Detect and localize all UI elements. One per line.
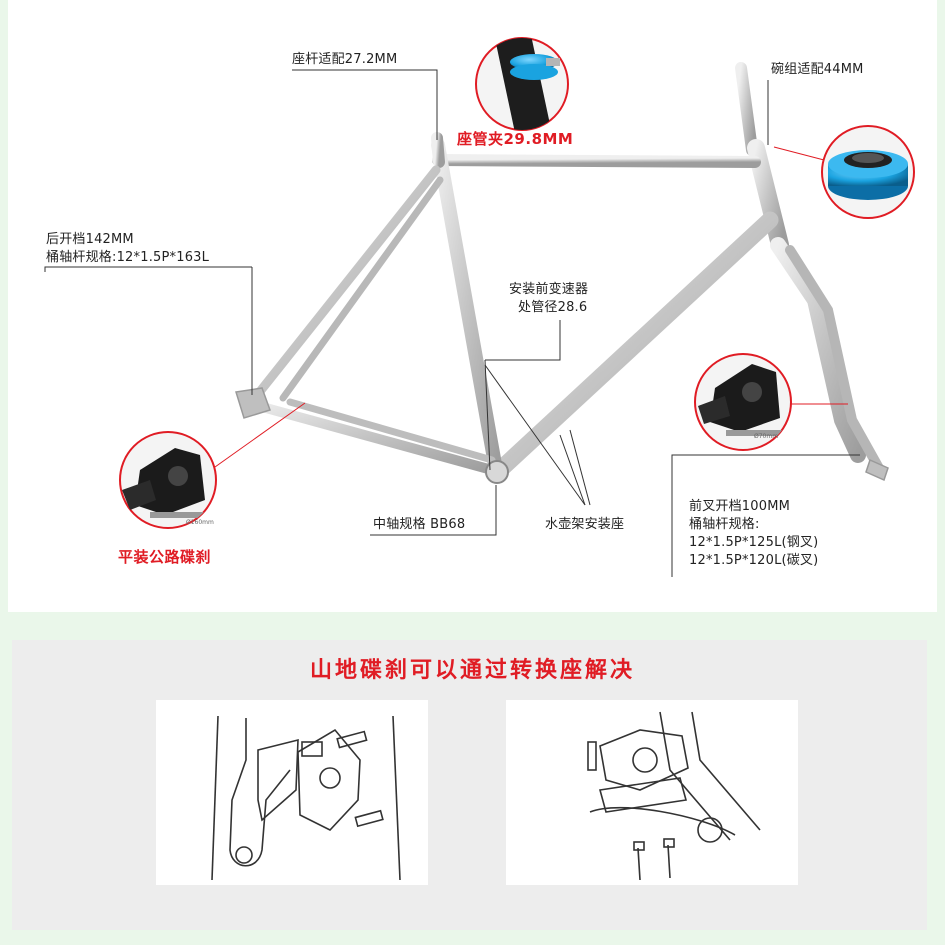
fork-axle-steel-label: 12*1.5P*125L(钢叉) — [689, 535, 819, 550]
rear-rotor-mark: Ø160mm — [186, 519, 214, 526]
bottle-cage-label: 水壶架安装座 — [545, 517, 625, 532]
front-derailleur-diameter-label: 处管径28.6 — [518, 300, 588, 315]
seatpost-label: 座杆适配27.2MM — [292, 52, 398, 67]
seat-stay — [253, 165, 441, 399]
fork-leg-rear — [785, 245, 885, 475]
red-leader-lines — [214, 146, 848, 468]
rear-axle-spec-label: 桶轴杆规格:12*1.5P*163L — [46, 250, 210, 265]
seat-clamp-callout — [475, 37, 569, 131]
chain-stay — [239, 397, 497, 475]
rear-dropout — [235, 387, 271, 419]
adapter-inset-right — [506, 700, 798, 885]
leader-lines — [44, 69, 860, 577]
down-tube — [493, 211, 779, 477]
bottom-bracket-shell — [485, 460, 509, 484]
bottom-bracket-label: 中轴规格 BB68 — [373, 517, 466, 532]
front-rotor-mark: Ø70mm — [754, 433, 778, 440]
bike-frame — [235, 62, 889, 484]
steerer-tube — [735, 62, 758, 156]
fork-spacing-label: 前叉开档100MM — [689, 499, 791, 514]
rear-caliper-callout — [119, 431, 217, 529]
front-derailleur-label: 安装前变速器 — [509, 282, 589, 297]
seat-tube — [431, 138, 503, 477]
seat-clamp-label: 座管夹29.8MM — [457, 130, 574, 148]
flat-mount-brake-label: 平装公路碟刹 — [118, 548, 212, 566]
fork-axle-carbon-label: 12*1.5P*120L(碳叉) — [689, 553, 819, 568]
rear-spacing-label: 后开档142MM — [46, 232, 134, 247]
adapter-drawing-right — [587, 711, 761, 881]
fork-axle-spec-label: 桶轴杆规格: — [689, 517, 760, 532]
adapter-drawing-left — [211, 715, 401, 881]
headset-label: 碗组适配44MM — [771, 62, 864, 77]
top-tube — [432, 154, 761, 168]
headset-callout — [821, 125, 915, 219]
fork-leg — [770, 237, 866, 463]
adapter-headline: 山地碟刹可以通过转换座解决 — [309, 658, 635, 683]
front-caliper-callout — [694, 353, 792, 451]
